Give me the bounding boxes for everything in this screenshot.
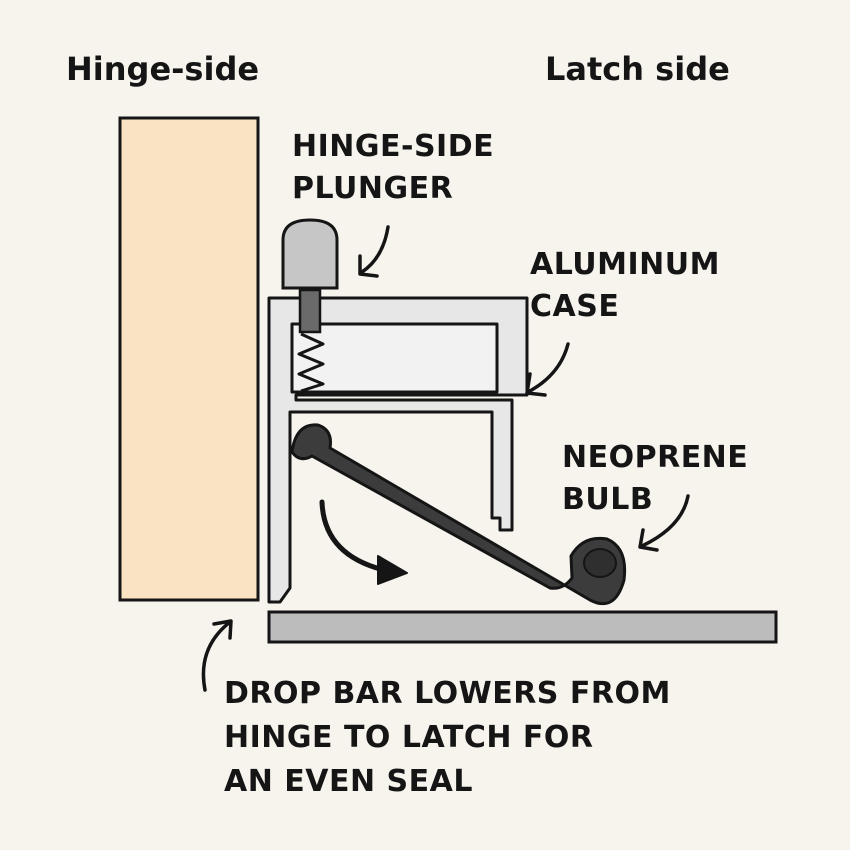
swing-direction-arrow — [319, 499, 408, 585]
latch-side-header: Latch side — [545, 50, 730, 88]
case-label: ALUMINUM CASE — [530, 244, 720, 328]
caption-line: DROP BAR LOWERS FROM — [224, 676, 671, 711]
bulb-label: NEOPRENE BULB — [562, 437, 748, 521]
hinge-side-header: Hinge-side — [66, 50, 260, 88]
threshold-floor — [267, 610, 778, 644]
plunger-pointer-arrow — [358, 225, 390, 278]
case-label-line: CASE — [530, 289, 620, 324]
caption-text: DROP BAR LOWERS FROM HINGE TO LATCH FOR … — [224, 672, 671, 804]
caption-pointer-arrow — [201, 619, 233, 692]
door-slab — [118, 116, 260, 602]
caption-line: HINGE TO LATCH FOR — [224, 720, 594, 755]
bulb-label-line: BULB — [562, 482, 654, 517]
caption-line: AN EVEN SEAL — [224, 764, 473, 799]
plunger-label-line: PLUNGER — [292, 171, 454, 206]
bulb-label-line: NEOPRENE — [562, 440, 749, 475]
hinge-side-plunger — [281, 218, 339, 393]
drop-bar — [290, 423, 627, 606]
plunger-label: HINGE-SIDE PLUNGER — [292, 126, 494, 210]
bulb-pointer-arrow — [638, 494, 690, 552]
neoprene-bulb — [583, 548, 617, 578]
case-label-line: ALUMINUM — [530, 247, 720, 282]
aluminum-case — [267, 296, 529, 604]
plunger-spring — [297, 332, 325, 393]
plunger-label-line: HINGE-SIDE — [292, 129, 495, 164]
case-pointer-arrow — [525, 342, 570, 397]
